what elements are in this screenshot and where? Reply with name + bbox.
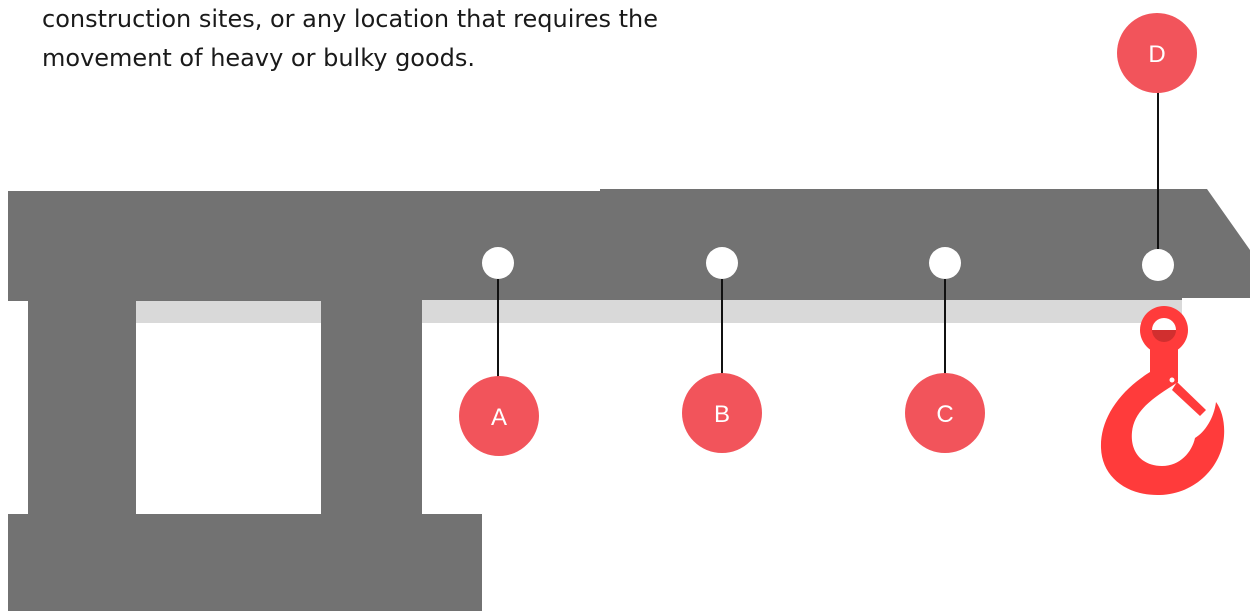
marker-b: B: [682, 373, 762, 453]
pin-c: [929, 247, 961, 279]
hook-body: [1100, 372, 1225, 496]
marker-d-circle: [1117, 13, 1197, 93]
marker-b-label: B: [714, 401, 730, 428]
crane-structure: [8, 189, 1250, 611]
marker-b-circle: [682, 373, 762, 453]
hook-latch: [1172, 382, 1206, 416]
marker-c: C: [905, 373, 985, 453]
connector-lines: [497, 92, 1159, 378]
marker-a-label: A: [491, 404, 507, 431]
pin-a: [482, 247, 514, 279]
pin-d: [1142, 249, 1174, 281]
intro-paragraph: construction sites, or any location that…: [42, 0, 842, 78]
boom-pins: [482, 247, 1174, 281]
hook-latch-pin: [1169, 377, 1175, 383]
marker-d-label: D: [1148, 41, 1165, 68]
marker-a: A: [459, 376, 539, 456]
crane-boom: [8, 189, 1250, 301]
marker-c-circle: [905, 373, 985, 453]
crane-hook-icon: [1100, 306, 1225, 496]
marker-c-label: C: [936, 401, 953, 428]
hook-eye-hole: [1152, 318, 1176, 330]
marker-a-circle: [459, 376, 539, 456]
pin-b: [706, 247, 738, 279]
crane-right-leg: [321, 290, 422, 525]
hook-shank: [1150, 348, 1178, 382]
hook-eye-hole-lower: [1152, 330, 1176, 342]
crane-base: [8, 514, 482, 611]
intro-line-1: construction sites, or any location that…: [42, 5, 658, 33]
marker-d: D: [1117, 13, 1197, 93]
boom-underside-shadow: [130, 300, 1182, 323]
intro-line-2: movement of heavy or bulky goods.: [42, 44, 476, 72]
crane-left-leg: [28, 290, 136, 525]
